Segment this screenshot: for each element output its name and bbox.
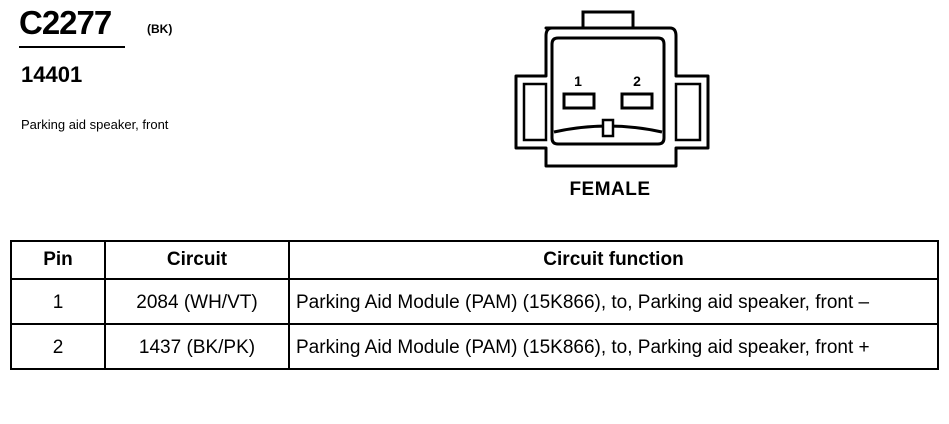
header-circuit-function: Circuit function [288,240,939,280]
right-side-rib [674,82,702,142]
connector-color-code: (BK) [147,22,173,36]
header-pin: Pin [10,240,106,280]
pin-label-1: 1 [574,73,582,89]
table-row: 1 2084 (WH/VT) Parking Aid Module (PAM) … [10,278,939,325]
left-side-rib [522,82,548,142]
part-number: 14401 [21,62,83,87]
circuit-function-cell: Parking Aid Module (PAM) (15K866), to, P… [288,323,939,370]
terminal-1 [562,92,596,110]
polarizing-key [601,118,615,138]
terminal-2 [620,92,654,110]
connector-description: Parking aid speaker, front [21,117,169,132]
pinout-table: Pin Circuit Circuit function 1 2084 (WH/… [10,240,939,370]
connector-id: C2277 [19,4,112,41]
circuit-cell: 1437 (BK/PK) [104,323,290,370]
circuit-function-cell: Parking Aid Module (PAM) (15K866), to, P… [288,278,939,325]
header-circuit: Circuit [104,240,290,280]
connector-id-underline [19,46,125,48]
table-row: 2 1437 (BK/PK) Parking Aid Module (PAM) … [10,323,939,370]
inner-housing [550,36,666,146]
connector-face-diagram: 1 2 [514,10,710,168]
pin-cell: 2 [10,323,106,370]
pin-cell: 1 [10,278,106,325]
pin-label-2: 2 [633,73,641,89]
table-header-row: Pin Circuit Circuit function [10,240,939,280]
circuit-cell: 2084 (WH/VT) [104,278,290,325]
connector-gender-label: FEMALE [569,179,651,200]
